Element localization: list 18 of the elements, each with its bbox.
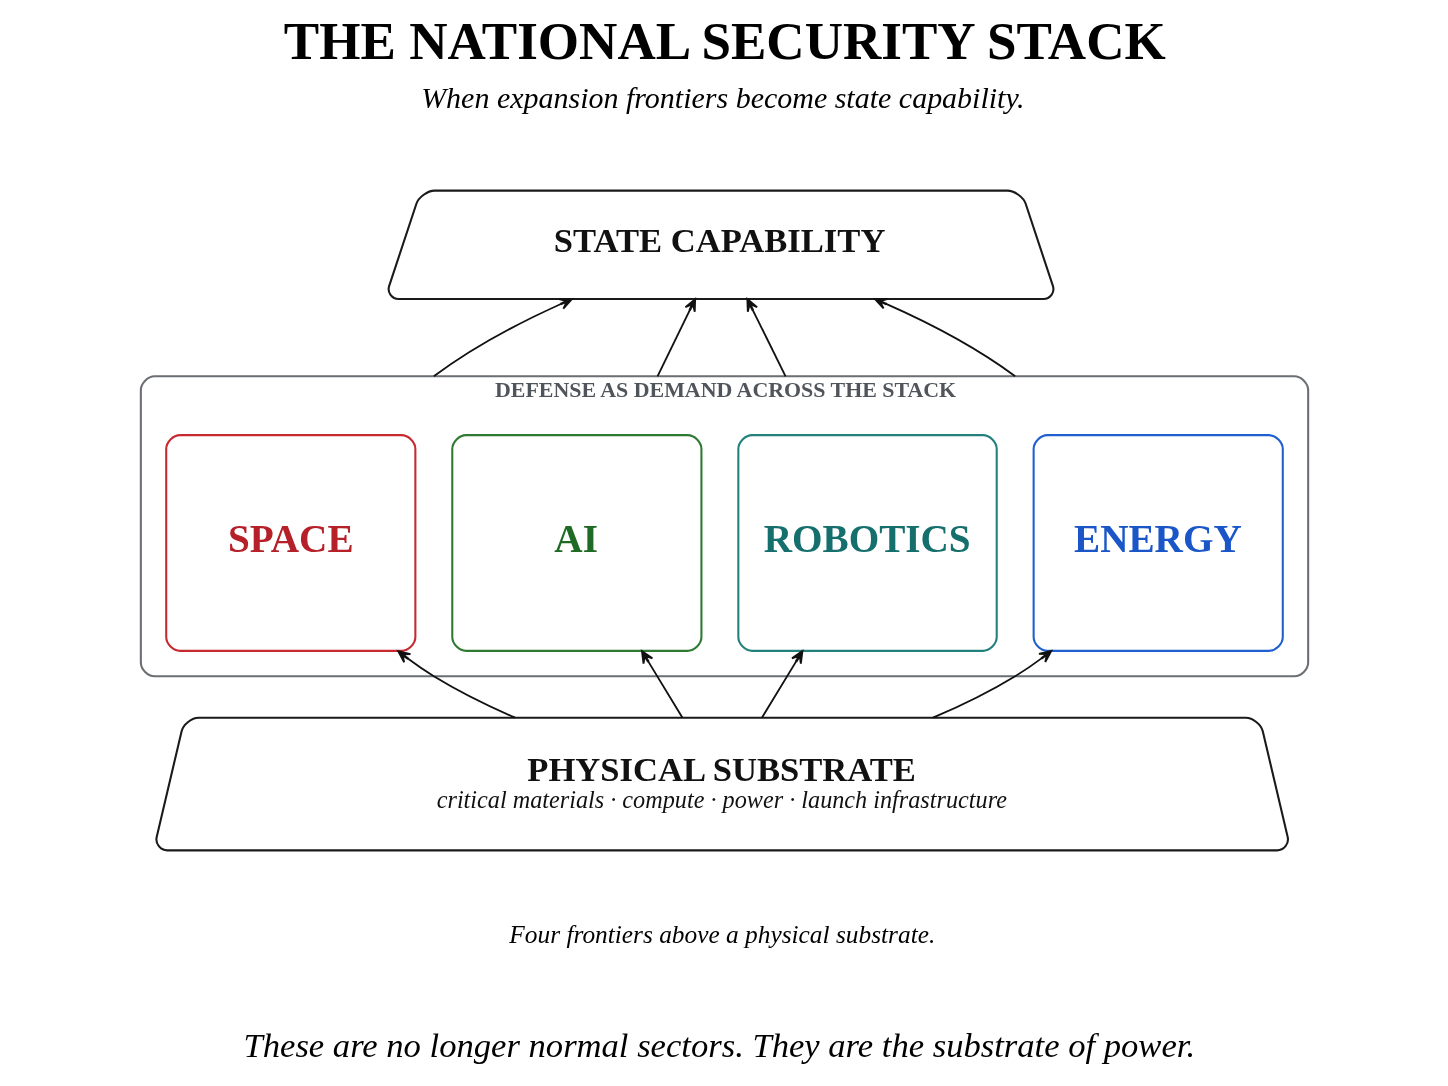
node-box: ROBOTICS — [736, 434, 998, 652]
arrow — [745, 298, 786, 378]
diagram-title: THE NATIONAL SECURITY STACK — [283, 11, 1166, 70]
node-box: PHYSICAL SUBSTRATE critical materials · compute · power · launch infrastructure — [154, 716, 1289, 852]
arrow — [656, 298, 696, 378]
node-box: STATE CAPABILITY — [387, 189, 1054, 301]
caption: Four frontiers above a physical substrate. — [508, 920, 935, 949]
label: These are no longer normal sectors. They are the substrate of power. — [243, 1025, 1195, 1064]
node-box: ENERGY — [1032, 434, 1284, 652]
arrow — [873, 298, 1016, 378]
node-box: AI — [450, 434, 702, 652]
label: When expansion frontiers become state capability. — [420, 81, 1025, 115]
arrow — [396, 650, 516, 719]
arrow — [931, 650, 1052, 719]
node-box: SPACE — [164, 434, 416, 652]
arrow — [432, 298, 573, 378]
arrow — [760, 650, 803, 719]
arrow — [640, 650, 683, 719]
